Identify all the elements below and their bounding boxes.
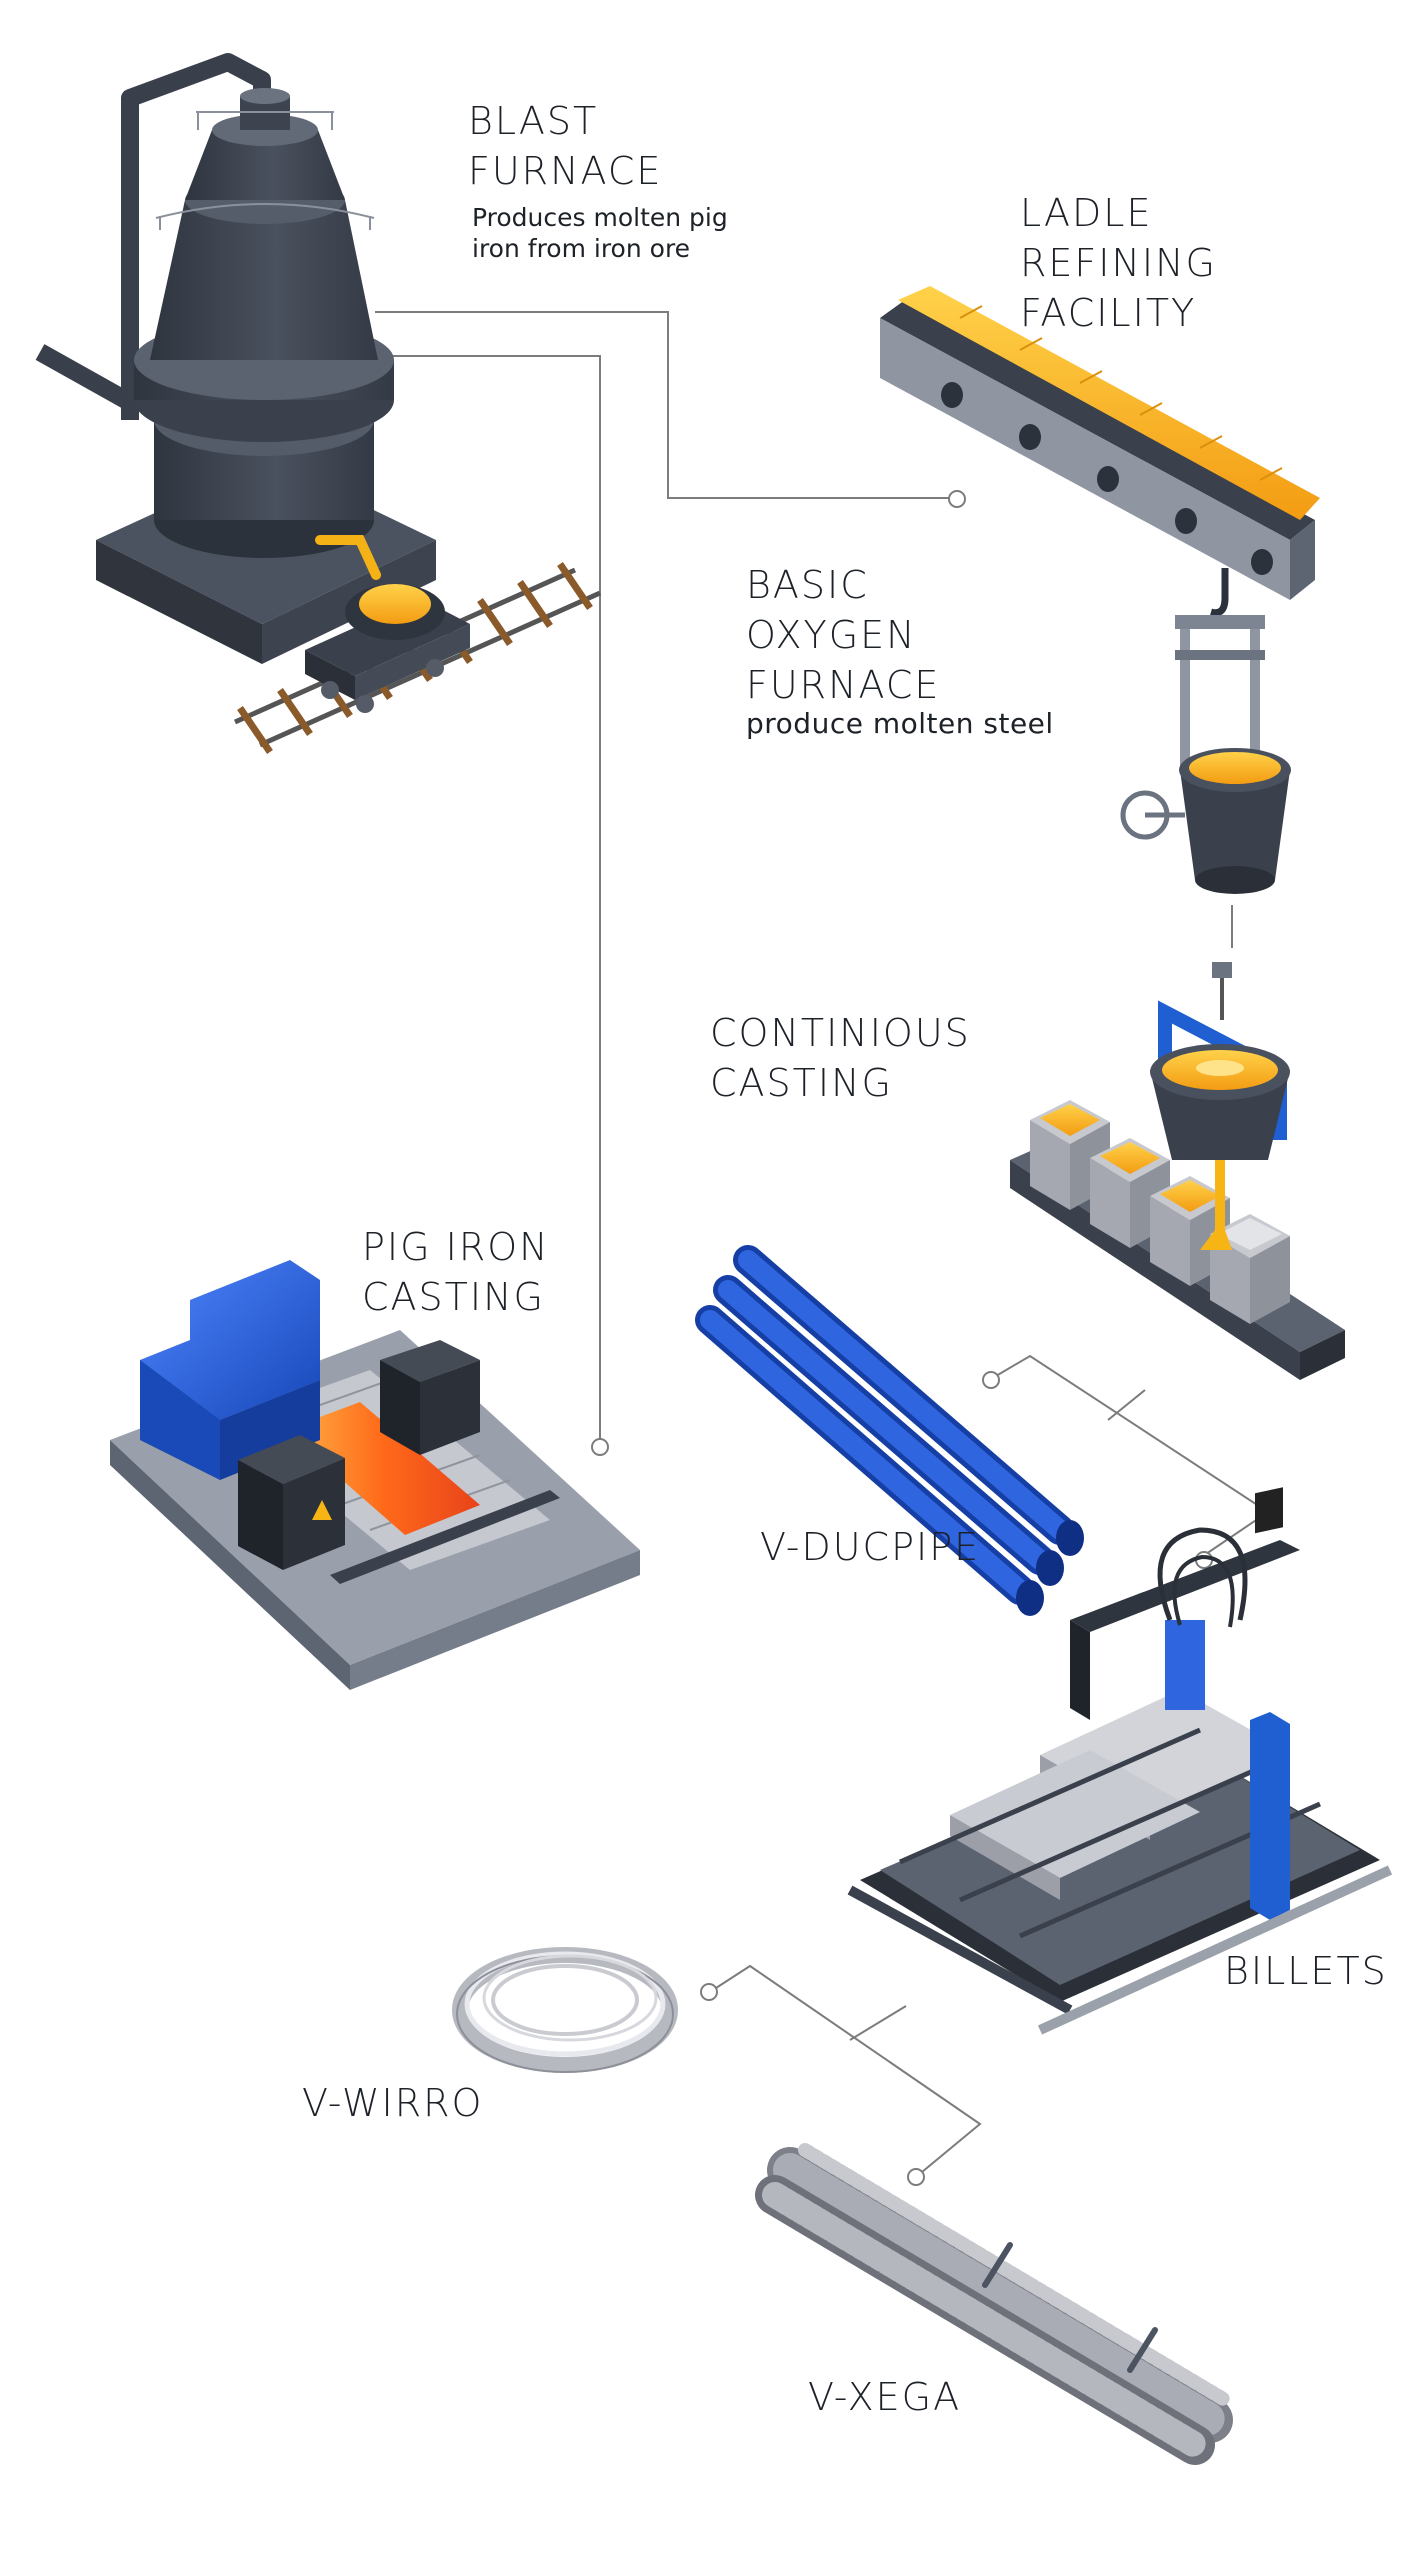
basic-oxygen-title-line-2: OXYGEN: [746, 613, 917, 657]
pig-iron-casting-title-line-1: PIG IRON: [362, 1225, 550, 1269]
connector-node-bof: [948, 490, 966, 508]
blast-furnace-title-line-2: FURNACE: [468, 149, 663, 193]
connector-ducpipe-to-billets: [995, 1354, 1270, 1555]
blast-furnace-desc-line-2: iron from iron ore: [472, 234, 691, 263]
connector-node-billets: [1195, 1551, 1213, 1569]
basic-oxygen-title-line-1: BASIC: [746, 563, 869, 607]
ladle-refining-illustration: [880, 286, 1320, 894]
blast-furnace-title: BLAST FURNACE: [468, 96, 662, 196]
ladle-refining-title-line-2: REFINING: [1020, 241, 1217, 285]
connector-node-pig-iron: [591, 1438, 609, 1456]
v-wirro-illustration: [452, 1947, 678, 2073]
basic-oxygen-title: BASIC OXYGEN FURNACE: [746, 560, 940, 710]
pig-iron-casting-title-line-2: CASTING: [362, 1275, 545, 1319]
connector-node-xega: [907, 2168, 925, 2186]
connector-wirro-to-xega: [715, 1964, 982, 2173]
connector-blast-to-pig-iron: [380, 355, 601, 1440]
continuous-casting-title: CONTINIOUS CASTING: [710, 1008, 971, 1108]
v-ducpipe-title: V-DUCPIPE: [760, 1522, 980, 1572]
torpedo-car: [305, 584, 470, 713]
connector-node-ducpipe: [982, 1371, 1000, 1389]
v-xega-title: V-XEGA: [808, 2372, 961, 2422]
basic-oxygen-desc-line-1: produce molten steel: [746, 707, 1054, 740]
v-wirro-title: V-WIRRO: [302, 2078, 483, 2128]
billets-illustration: [847, 1487, 1393, 2035]
pig-iron-casting-title: PIG IRON CASTING: [362, 1222, 550, 1322]
v-ducpipe-title-line-1: V-DUCPIPE: [760, 1525, 981, 1569]
continuous-casting-illustration: [1010, 962, 1345, 1380]
billets-title: BILLETS: [1224, 1946, 1388, 1996]
billets-title-line-1: BILLETS: [1224, 1949, 1388, 1993]
connector-tick-ducpipe: [1107, 1389, 1146, 1421]
v-ducpipe-illustration: [695, 1245, 1084, 1616]
continuous-casting-title-line-1: CONTINIOUS: [710, 1011, 971, 1055]
basic-oxygen-title-line-3: FURNACE: [746, 663, 941, 707]
blast-furnace-desc-line-1: Produces molten pig: [472, 203, 728, 232]
v-xega-illustration: [755, 2143, 1233, 2465]
connector-node-wirro: [700, 1983, 718, 2001]
v-xega-title-line-1: V-XEGA: [808, 2375, 962, 2419]
ladle-refining-title: LADLE REFINING FACILITY: [1020, 188, 1217, 338]
ladle-refining-title-line-3: FACILITY: [1020, 291, 1197, 335]
continuous-casting-title-line-2: CASTING: [710, 1061, 893, 1105]
blast-furnace-description: Produces molten pig iron from iron ore: [472, 202, 728, 264]
v-wirro-title-line-1: V-WIRRO: [302, 2081, 484, 2125]
basic-oxygen-description: produce molten steel: [746, 707, 1054, 741]
blast-furnace-illustration: [35, 53, 602, 754]
pig-iron-casting-illustration: [110, 1260, 640, 1690]
blast-furnace-title-line-1: BLAST: [468, 99, 599, 143]
connector-tick-wirro: [849, 2005, 907, 2041]
connector-blast-to-bof: [375, 311, 950, 499]
ladle-refining-title-line-1: LADLE: [1020, 191, 1153, 235]
connector-lines: [375, 311, 1270, 2186]
